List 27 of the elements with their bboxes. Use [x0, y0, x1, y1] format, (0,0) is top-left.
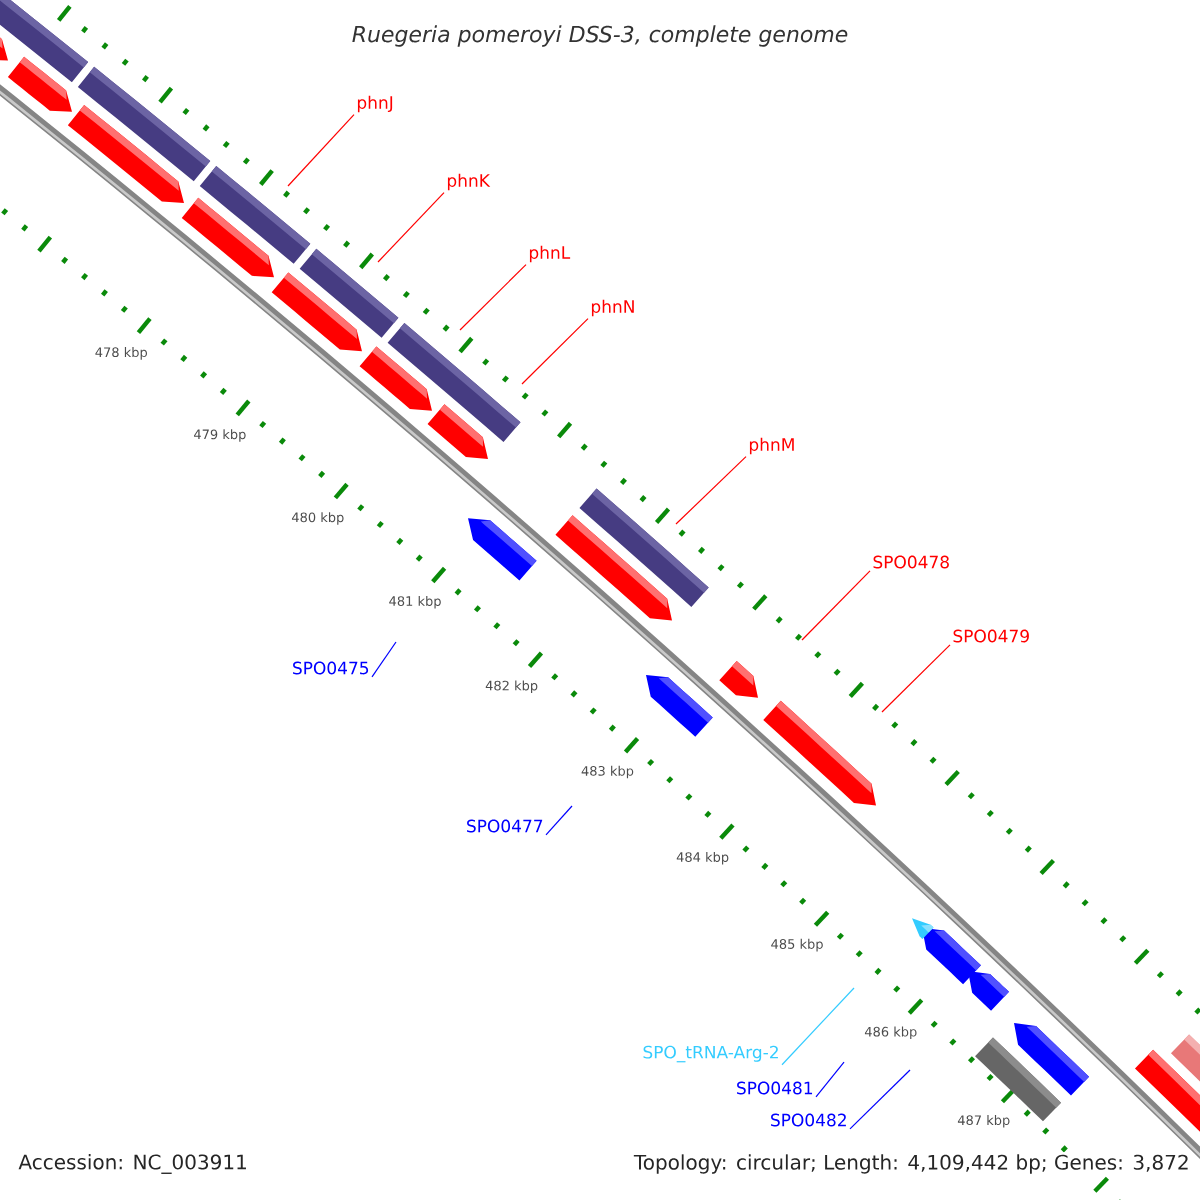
leader-line [377, 192, 445, 263]
title: Ruegeria pomeroyi DSS-3, complete genome [352, 25, 848, 47]
gene-label: phnL [529, 245, 571, 263]
gene-label: SPO0478 [873, 555, 949, 569]
gene-label: SPO0479 [953, 629, 1029, 643]
leader-line [781, 987, 855, 1066]
leader-line [801, 570, 871, 641]
gene-label: phnN [591, 299, 634, 317]
gene-label: phnJ [357, 95, 393, 113]
leader-line [849, 1069, 911, 1130]
gene-label: SPO_tRNA-Arg-2 [643, 1045, 778, 1063]
leader-line [287, 114, 355, 187]
gene-label: SPO0482 [771, 1113, 846, 1127]
gene-label: phnK [447, 173, 491, 191]
leader-line [545, 805, 573, 836]
leader-line [815, 1061, 845, 1098]
leader-line [521, 318, 589, 385]
leader-line [459, 264, 527, 331]
gene-label: SPO0475 [293, 661, 369, 675]
gene-label: SPO0477 [467, 819, 543, 833]
leader-line [371, 641, 397, 678]
genome-info-text: Topology: circular; Length: 4,109,442 bp; Genes: 3,872 [631, 1152, 1192, 1176]
leader-line [881, 644, 951, 713]
accession-text: Accession: NC_003911 [16, 1152, 250, 1176]
leader-line [675, 456, 747, 525]
gene-label: phnM [749, 437, 794, 455]
gene-label: SPO0481 [737, 1081, 813, 1095]
